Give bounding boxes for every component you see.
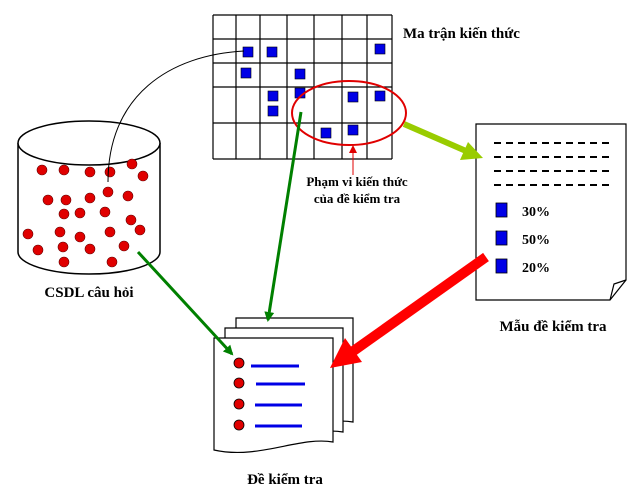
question-database-cylinder (17, 120, 161, 275)
question-dot (118, 240, 130, 252)
knowledge-scope-ellipse (291, 80, 407, 146)
knowledge-matrix (212, 14, 393, 160)
template-percent-1: 30% (522, 205, 550, 220)
question-dot (22, 228, 34, 240)
question-dots (22, 158, 149, 268)
arrow-matrix-to-exam (264, 111, 303, 322)
template-box-1 (495, 202, 508, 218)
exam-document-stack (213, 317, 354, 454)
exam-label: Đề kiểm tra (247, 472, 323, 488)
question-dot (36, 164, 48, 176)
matrix-filled-cells (240, 43, 386, 139)
db-to-matrix-connector (107, 50, 245, 183)
question-dot (134, 224, 146, 236)
question-dot (104, 166, 116, 178)
question-dot (54, 226, 66, 238)
template-box-3 (495, 258, 508, 274)
question-dot (125, 214, 137, 226)
database-label: CSDL câu hỏi (44, 285, 133, 301)
question-dot (60, 194, 72, 206)
question-dot (74, 231, 86, 243)
matrix-cell-marker (347, 124, 359, 136)
question-dot (84, 243, 96, 255)
matrix-cell-marker (267, 90, 279, 102)
matrix-grid (212, 14, 393, 160)
question-dot (42, 194, 54, 206)
question-dot (84, 192, 96, 204)
question-dot (32, 244, 44, 256)
exam-question-items (233, 357, 305, 431)
template-dashed-lines (494, 142, 612, 186)
question-dot (122, 190, 134, 202)
matrix-cell-marker (320, 127, 332, 139)
matrix-cell-marker (347, 91, 359, 103)
question-dot (74, 207, 86, 219)
template-box-2 (495, 230, 508, 246)
matrix-cell-marker (240, 67, 252, 79)
exam-template-document: 30% 50% 20% (475, 123, 627, 301)
question-dot (58, 208, 70, 220)
matrix-label: Ma trận kiến thức (403, 26, 520, 42)
template-label: Mẫu đề kiểm tra (499, 319, 607, 335)
question-dot (57, 241, 69, 253)
question-dot (102, 186, 114, 198)
matrix-cell-marker (374, 90, 386, 102)
scope-label-line2: của đề kiểm tra (314, 191, 401, 206)
question-dot (126, 158, 138, 170)
question-dot (104, 226, 116, 238)
scope-label-line1: Phạm vi kiến thức (306, 174, 408, 189)
arrow-template-to-exam (330, 252, 489, 368)
matrix-cell-marker (374, 43, 386, 55)
arrow-db-to-exam (136, 250, 234, 356)
template-percent-3: 20% (522, 261, 550, 276)
matrix-cell-marker (267, 105, 279, 117)
question-dot (137, 170, 149, 182)
question-dot (58, 256, 70, 268)
arrow-scope-to-template (402, 121, 483, 160)
question-dot (99, 206, 111, 218)
template-percent-2: 50% (522, 233, 550, 248)
matrix-cell-marker (242, 46, 254, 58)
question-dot (106, 256, 118, 268)
question-dot (84, 166, 96, 178)
matrix-cell-marker (266, 46, 278, 58)
matrix-cell-marker (294, 68, 306, 80)
question-dot (58, 164, 70, 176)
